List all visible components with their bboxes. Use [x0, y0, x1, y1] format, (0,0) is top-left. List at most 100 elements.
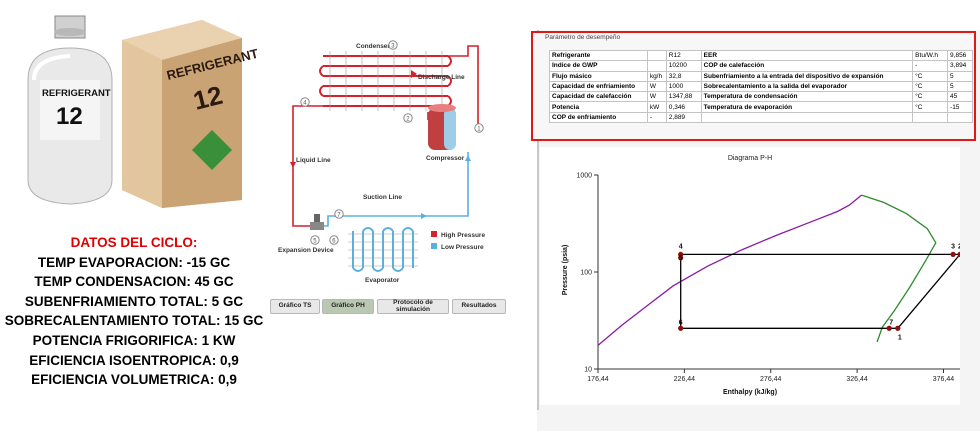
state-point-label: 4 — [679, 243, 683, 250]
performance-cell: Subenfriamiento a la entrada del disposi… — [700, 70, 914, 82]
state-point — [678, 325, 684, 331]
state-point-label: 2 — [958, 243, 960, 250]
performance-cell — [700, 111, 914, 124]
performance-cell: 1000 — [665, 80, 702, 93]
state-marker: 2 — [403, 113, 413, 123]
low-pressure-swatch — [431, 243, 437, 249]
state-marker: 3 — [388, 40, 398, 50]
performance-cell: 45 — [947, 91, 973, 103]
x-tick-label: 176,44 — [587, 376, 609, 383]
series-line — [680, 253, 960, 329]
performance-cell: Sobrecalentamiento a la salida del evapo… — [700, 80, 914, 93]
performance-cell: °C — [912, 80, 949, 93]
cycle-data-line: EFICIENCIA ISOENTROPICA: 0,9 — [29, 352, 239, 368]
performance-cell: Btu/W.h — [912, 49, 949, 62]
performance-cell: 2,889 — [665, 111, 702, 124]
performance-cell: Capacidad de enfriamiento — [549, 80, 648, 93]
performance-cell: 5 — [947, 80, 973, 93]
refrigerant-cylinder-image: REFRIGERANT 12 — [27, 15, 113, 205]
y-tick-label: 1000 — [576, 173, 592, 180]
svg-text:3: 3 — [391, 43, 395, 49]
condenser-fins — [329, 51, 443, 111]
performance-cell — [646, 60, 667, 72]
evaporator-coil — [352, 227, 414, 272]
performance-cell: Indice de GWP — [549, 60, 648, 72]
view-button-row: Gráfico TS Gráfico PH Protocolo de simul… — [270, 299, 506, 315]
state-point — [957, 251, 960, 257]
cycle-data-block: DATOS DEL CICLO: TEMP EVAPORACION: -15 G… — [0, 233, 268, 390]
high-pressure-swatch — [431, 231, 437, 237]
performance-cell: 3,894 — [947, 60, 973, 72]
performance-cell: R12 — [665, 49, 702, 62]
liquid-line-label: Liquid Line — [296, 157, 331, 164]
state-point — [950, 251, 956, 257]
state-marker: 7 — [334, 209, 344, 219]
performance-cell: 1347,88 — [665, 91, 702, 103]
performance-cell — [646, 49, 667, 62]
cycle-data-line: SOBRECALENTAMIENTO TOTAL: 15 GC — [4, 313, 264, 329]
svg-text:5: 5 — [313, 238, 317, 244]
performance-cell: W — [646, 80, 667, 93]
chart-title: Diagrama P-H — [728, 155, 772, 162]
cycle-data-line: SUBENFRIAMIENTO TOTAL: 5 GC — [24, 293, 244, 309]
y-tick-label: 10 — [584, 367, 592, 374]
ph-chart-button[interactable]: Gráfico PH — [322, 299, 374, 314]
performance-cell: °C — [912, 101, 949, 113]
performance-cell: Capacidad de calefacción — [549, 91, 648, 103]
performance-title: Parámetro de desempeño — [545, 34, 621, 41]
compressor-icon — [428, 104, 456, 150]
expansion-device-label: Expansion Device — [278, 247, 334, 254]
cylinder-number-text: 12 — [56, 103, 83, 130]
state-marker: 5 — [310, 235, 320, 245]
refrigerant-box-image: REFRIGERANT 12 — [122, 20, 260, 208]
cycle-data-line: TEMP EVAPORACION: -15 GC — [37, 254, 231, 270]
cylinder-brand-text: REFRIGERANT — [42, 88, 111, 99]
performance-cell: 0,346 — [665, 101, 702, 113]
series-line — [861, 194, 937, 343]
svg-text:1: 1 — [477, 126, 481, 132]
performance-cell: W — [646, 91, 667, 103]
state-point-label: 7 — [889, 319, 893, 326]
performance-cell: 10200 — [665, 60, 702, 72]
condenser-label: Condenser — [356, 43, 390, 50]
performance-cell: COP de enfriamiento — [549, 111, 648, 124]
state-marker: 1 — [474, 123, 484, 133]
state-point-label: 1 — [898, 334, 902, 341]
performance-cell: EER — [700, 49, 914, 62]
performance-cell: - — [912, 60, 949, 72]
state-point — [678, 255, 684, 261]
box-number-text: 12 — [190, 80, 225, 116]
state-point — [886, 325, 892, 331]
cycle-data-title: DATOS DEL CICLO: — [70, 235, 198, 250]
performance-cell — [947, 111, 973, 124]
performance-cell: Temperatura de condensación — [700, 91, 914, 103]
evaporator-fins — [348, 233, 418, 267]
refrigerant-photo: REFRIGERANT 12 REFRIGERANT 12 — [27, 15, 260, 208]
compressor-label: Compressor — [426, 155, 465, 162]
svg-text:4: 4 — [303, 100, 307, 106]
simulation-protocol-button[interactable]: Protocolo de simulación — [377, 299, 449, 314]
evaporator-label: Evaporator — [365, 277, 400, 284]
svg-text:6: 6 — [332, 238, 336, 244]
y-tick-label: 100 — [580, 270, 592, 277]
x-tick-label: 276,44 — [760, 376, 782, 383]
ph-chart: Diagrama P-H Enthalpy (kJ/kg) Pressure (… — [540, 147, 960, 405]
cycle-data-line: TEMP CONDENSACION: 45 GC — [34, 274, 234, 290]
ts-chart-button[interactable]: Gráfico TS — [270, 299, 320, 314]
x-tick-label: 376,44 — [933, 376, 955, 383]
liquid-line — [292, 105, 323, 227]
expansion-device-icon — [310, 214, 324, 230]
performance-row: COP de enfriamiento-2,889 — [549, 111, 973, 124]
low-pressure-label: Low Pressure — [441, 244, 484, 251]
performance-cell: Refrigerante — [549, 49, 648, 62]
x-tick-label: 326,44 — [846, 376, 868, 383]
results-button[interactable]: Resultados — [452, 299, 506, 314]
performance-cell: kW — [646, 101, 667, 113]
